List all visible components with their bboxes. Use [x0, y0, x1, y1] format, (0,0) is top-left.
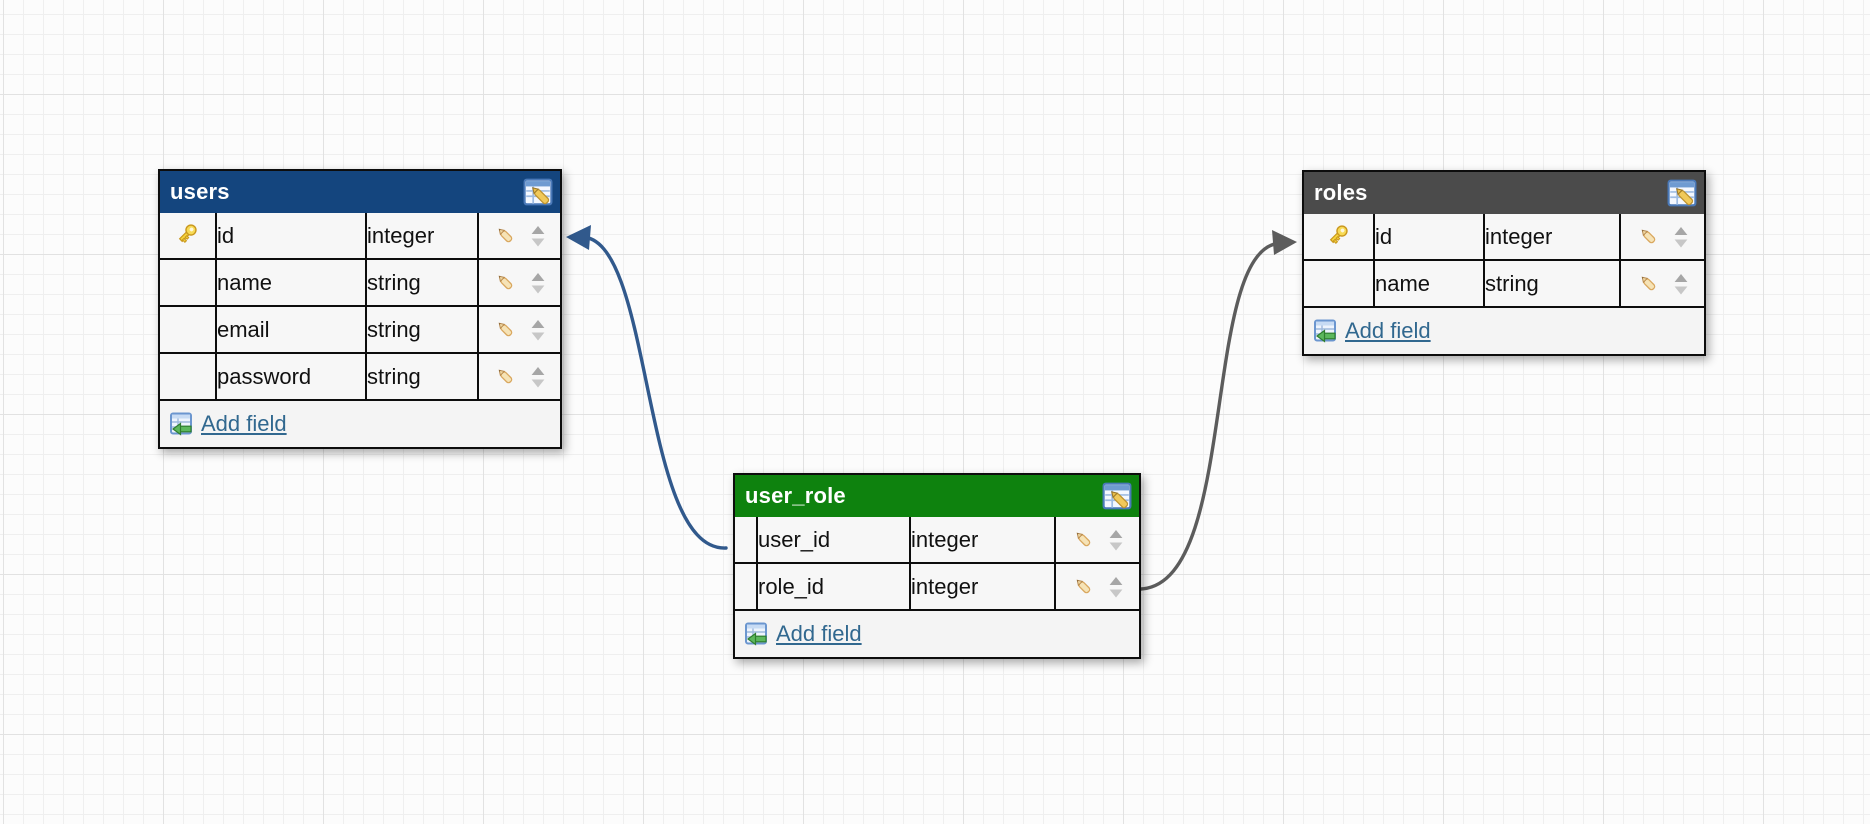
field-type[interactable]: integer [909, 517, 1056, 564]
field-type[interactable]: integer [1483, 214, 1621, 261]
table-card-user_role[interactable]: user_role user_id integer role_id intege… [733, 473, 1141, 659]
field-row[interactable]: id integer [1304, 214, 1704, 261]
add-field-row: Add field [160, 401, 560, 447]
field-table: id integer name string [1304, 214, 1704, 308]
field-row[interactable]: email string [160, 305, 560, 354]
field-row[interactable]: role_id integer [735, 562, 1139, 611]
relation-arrowhead-roles [1272, 230, 1297, 255]
field-type[interactable]: string [1483, 259, 1621, 308]
field-name[interactable]: email [215, 305, 367, 354]
table-title: user_role [745, 483, 846, 508]
sort-arrows-icon[interactable] [531, 319, 545, 341]
field-name[interactable]: id [215, 213, 367, 260]
field-type[interactable]: string [365, 305, 479, 354]
field-type[interactable]: integer [365, 213, 479, 260]
table-add-icon[interactable] [1312, 319, 1338, 343]
field-name[interactable]: role_id [756, 562, 911, 611]
table-header-roles[interactable]: roles [1304, 172, 1704, 214]
key-icon [176, 221, 199, 244]
sort-arrows-icon[interactable] [1674, 273, 1688, 295]
add-field-row: Add field [1304, 308, 1704, 354]
table-header-users[interactable]: users [160, 171, 560, 213]
sort-arrows-icon[interactable] [1109, 576, 1123, 598]
table-add-icon[interactable] [168, 412, 194, 436]
key-icon [1327, 222, 1350, 245]
field-table: user_id integer role_id integer [735, 517, 1139, 611]
sort-arrows-icon[interactable] [531, 366, 545, 388]
table-edit-icon[interactable] [1667, 178, 1697, 208]
add-field-link[interactable]: Add field [776, 621, 862, 646]
table-card-users[interactable]: users id integer name string [158, 169, 562, 449]
table-title: roles [1314, 180, 1368, 205]
table-edit-icon[interactable] [1102, 481, 1132, 511]
field-row[interactable]: name string [160, 258, 560, 307]
pencil-icon[interactable] [494, 224, 518, 248]
table-add-icon[interactable] [743, 622, 769, 646]
sort-arrows-icon[interactable] [1109, 529, 1123, 551]
pencil-icon[interactable] [494, 365, 518, 389]
field-name[interactable]: id [1373, 214, 1485, 261]
sort-arrows-icon[interactable] [531, 272, 545, 294]
field-type[interactable]: string [365, 352, 479, 401]
field-row[interactable]: user_id integer [735, 517, 1139, 564]
field-row[interactable]: id integer [160, 213, 560, 260]
table-header-user_role[interactable]: user_role [735, 475, 1139, 517]
sort-arrows-icon[interactable] [1674, 226, 1688, 248]
sort-arrows-icon[interactable] [531, 225, 545, 247]
pencil-icon[interactable] [1072, 575, 1096, 599]
field-name[interactable]: name [215, 258, 367, 307]
field-type[interactable]: integer [909, 562, 1056, 611]
table-edit-icon[interactable] [523, 177, 553, 207]
pencil-icon[interactable] [1637, 225, 1661, 249]
add-field-link[interactable]: Add field [201, 411, 287, 436]
field-name[interactable]: name [1373, 259, 1485, 308]
relation-arrowhead-users [566, 225, 591, 250]
pencil-icon[interactable] [494, 271, 518, 295]
relation-user_role-users [579, 235, 728, 550]
field-table: id integer name string email strin [160, 213, 560, 401]
field-name[interactable]: password [215, 352, 367, 401]
field-type[interactable]: string [365, 258, 479, 307]
table-card-roles[interactable]: roles id integer name string [1302, 170, 1706, 356]
field-row[interactable]: name string [1304, 259, 1704, 308]
pencil-icon[interactable] [494, 318, 518, 342]
table-title: users [170, 179, 230, 204]
field-name[interactable]: user_id [756, 517, 911, 564]
add-field-row: Add field [735, 611, 1139, 657]
add-field-link[interactable]: Add field [1345, 318, 1431, 343]
relation-user_role-roles [1139, 241, 1283, 591]
field-row[interactable]: password string [160, 352, 560, 401]
pencil-icon[interactable] [1637, 272, 1661, 296]
pencil-icon[interactable] [1072, 528, 1096, 552]
